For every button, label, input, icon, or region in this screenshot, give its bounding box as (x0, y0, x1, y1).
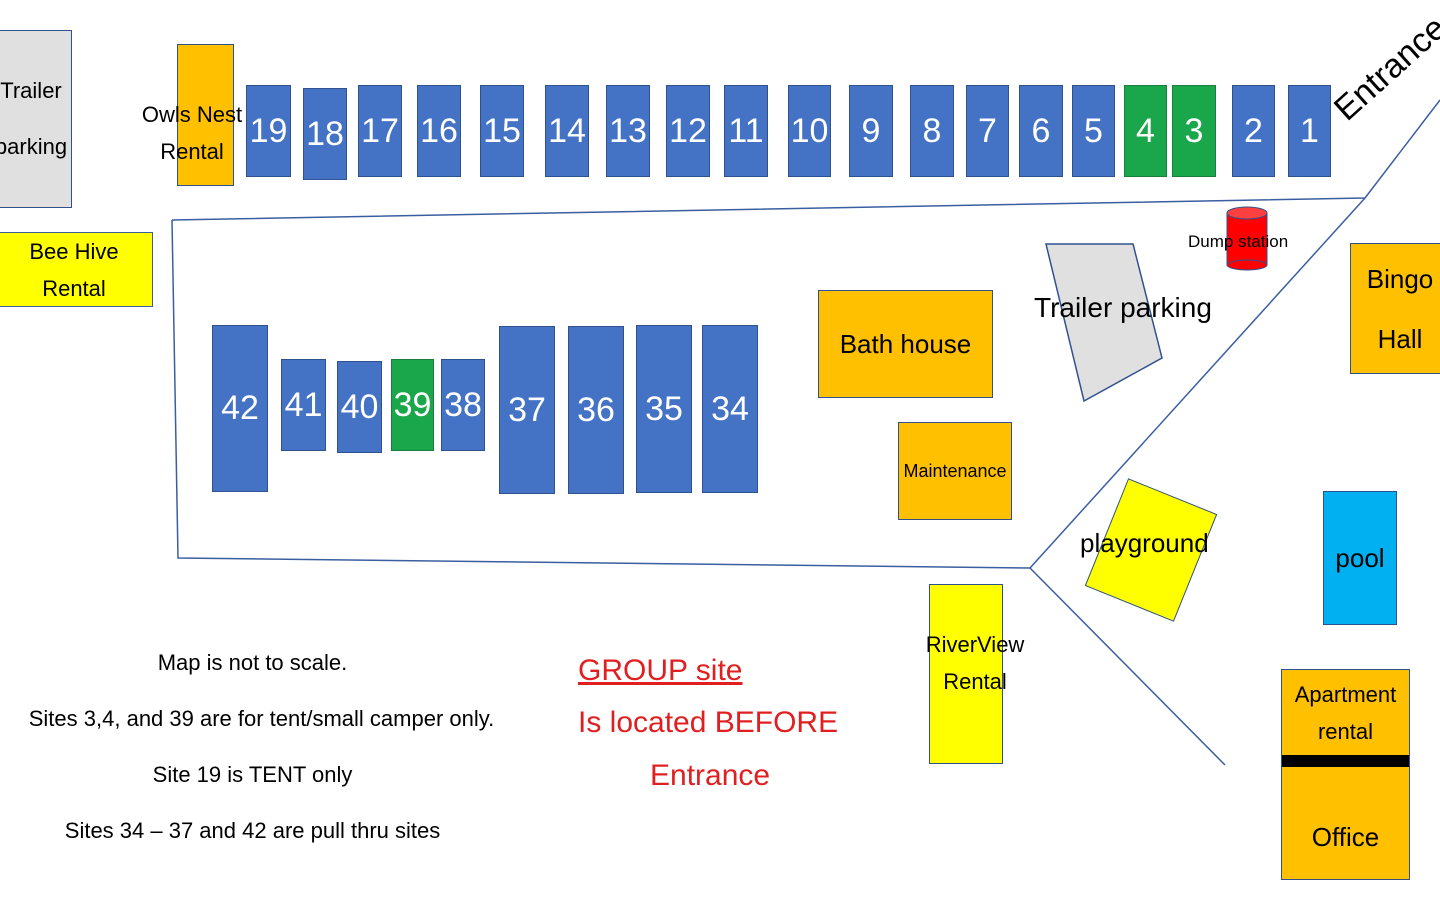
campsite-2-label: 2 (1244, 111, 1263, 150)
campsite-19-label: 19 (249, 111, 288, 150)
divider-bar (1282, 755, 1409, 767)
campsite-4: 4 (1124, 85, 1167, 177)
campsite-38-label: 38 (444, 385, 482, 424)
campsite-9: 9 (849, 85, 893, 177)
office-label: Office (1311, 822, 1380, 852)
campsite-1: 1 (1288, 85, 1331, 177)
campsite-13: 13 (606, 85, 650, 177)
campsite-40-label: 40 (340, 387, 379, 426)
dump-station-icon (1226, 206, 1268, 271)
note-site-19: Site 19 is TENT only (152, 762, 353, 787)
campsite-34: 34 (702, 325, 758, 493)
campsite-36: 36 (568, 326, 624, 494)
campsite-10: 10 (788, 85, 831, 177)
campsite-11: 11 (724, 85, 768, 177)
group-site-line2: Is located BEFORE (578, 706, 839, 739)
campsite-3: 3 (1172, 85, 1216, 177)
campsite-1-label: 1 (1300, 111, 1319, 150)
riverview-label: RiverView Rental (910, 626, 1040, 700)
campsite-5-label: 5 (1084, 111, 1103, 150)
campsite-41-label: 41 (284, 385, 323, 424)
bingo-hall-line2: Hall (1377, 323, 1423, 354)
apartment-label: Apartment rental (1295, 670, 1397, 750)
trailer-parking-left: Trailer parking (0, 30, 72, 208)
apartment-office-building: Apartment rental Office (1281, 669, 1410, 880)
campsite-17-label: 17 (361, 111, 399, 150)
campsite-4-label: 4 (1136, 111, 1155, 150)
bingo-hall-line1: Bingo (1366, 263, 1434, 294)
campsite-3-label: 3 (1184, 111, 1204, 150)
dump-station-label: Dump station (1188, 232, 1289, 251)
bee-hive-line1: Bee Hive (29, 238, 119, 264)
campsite-2: 2 (1232, 85, 1275, 177)
playground-label: playground (1080, 528, 1209, 558)
trailer-parking-left-line2: parking (0, 134, 68, 159)
campsite-6: 6 (1019, 85, 1063, 177)
riverview-rental (929, 584, 1003, 764)
bingo-hall: Bingo Hall (1350, 243, 1440, 374)
campsite-16-label: 16 (420, 111, 458, 150)
campsite-16: 16 (417, 85, 461, 177)
campsite-39-label: 39 (393, 385, 432, 424)
group-site-heading: GROUP site (578, 654, 743, 687)
note-tent-sites: Sites 3,4, and 39 are for tent/small cam… (28, 706, 495, 731)
note-not-to-scale: Map is not to scale. (157, 650, 348, 675)
campsite-11-label: 11 (728, 111, 764, 150)
campsite-37: 37 (499, 326, 555, 494)
campsite-13-label: 13 (609, 111, 647, 150)
riverview-line2: Rental (943, 669, 1007, 694)
campsite-15-label: 15 (483, 111, 521, 150)
campsite-42-label: 42 (221, 389, 259, 427)
bath-house: Bath house (818, 290, 993, 398)
note-pull-thru: Sites 34 – 37 and 42 are pull thru sites (64, 818, 441, 843)
bee-hive-line2: Rental (42, 275, 106, 301)
campsite-7-label: 7 (978, 111, 997, 150)
riverview-line1: RiverView (925, 632, 1025, 657)
campsite-18: 18 (303, 88, 347, 180)
campsite-9-label: 9 (861, 111, 881, 150)
campsite-18-label: 18 (306, 114, 344, 153)
campsite-35-label: 35 (645, 389, 683, 428)
campsite-6-label: 6 (1031, 111, 1051, 150)
campsite-12-label: 12 (669, 111, 707, 150)
campsite-36-label: 36 (577, 390, 615, 429)
apartment-line1: Apartment (1294, 682, 1397, 707)
owls-nest-rental (177, 44, 234, 186)
campsite-7: 7 (966, 85, 1009, 177)
apartment-line2: rental (1317, 719, 1374, 744)
campsite-15: 15 (480, 85, 524, 177)
campsite-19: 19 (246, 85, 291, 177)
campsite-12: 12 (666, 85, 710, 177)
owls-nest-label: Owls Nest Rental (132, 96, 252, 170)
group-site-line3: Entrance (650, 759, 771, 792)
campsite-14-label: 14 (548, 111, 586, 150)
campsite-8: 8 (910, 85, 954, 177)
campsite-34-label: 34 (711, 389, 749, 428)
campsite-40: 40 (337, 361, 382, 453)
campsite-35: 35 (636, 325, 692, 493)
campsite-17: 17 (358, 85, 402, 177)
campsite-41: 41 (281, 359, 326, 451)
trailer-parking-left-line1: Trailer (0, 78, 62, 103)
campsite-39: 39 (391, 359, 434, 451)
trailer-parking-right-label: Trailer parking (1034, 292, 1212, 323)
maintenance-building: Maintenance (898, 422, 1012, 520)
campsite-37-label: 37 (508, 390, 546, 429)
owls-nest-line1: Owls Nest (141, 102, 243, 127)
bee-hive-rental: Bee Hive Rental (0, 232, 153, 307)
campsite-8-label: 8 (922, 111, 942, 150)
pool: pool (1323, 491, 1397, 625)
campsite-14: 14 (545, 85, 589, 177)
owls-nest-line2: Rental (160, 139, 224, 164)
campsite-42: 42 (212, 325, 268, 492)
campsite-5: 5 (1072, 85, 1115, 177)
campsite-10-label: 10 (790, 111, 829, 150)
campsite-38: 38 (441, 359, 485, 451)
